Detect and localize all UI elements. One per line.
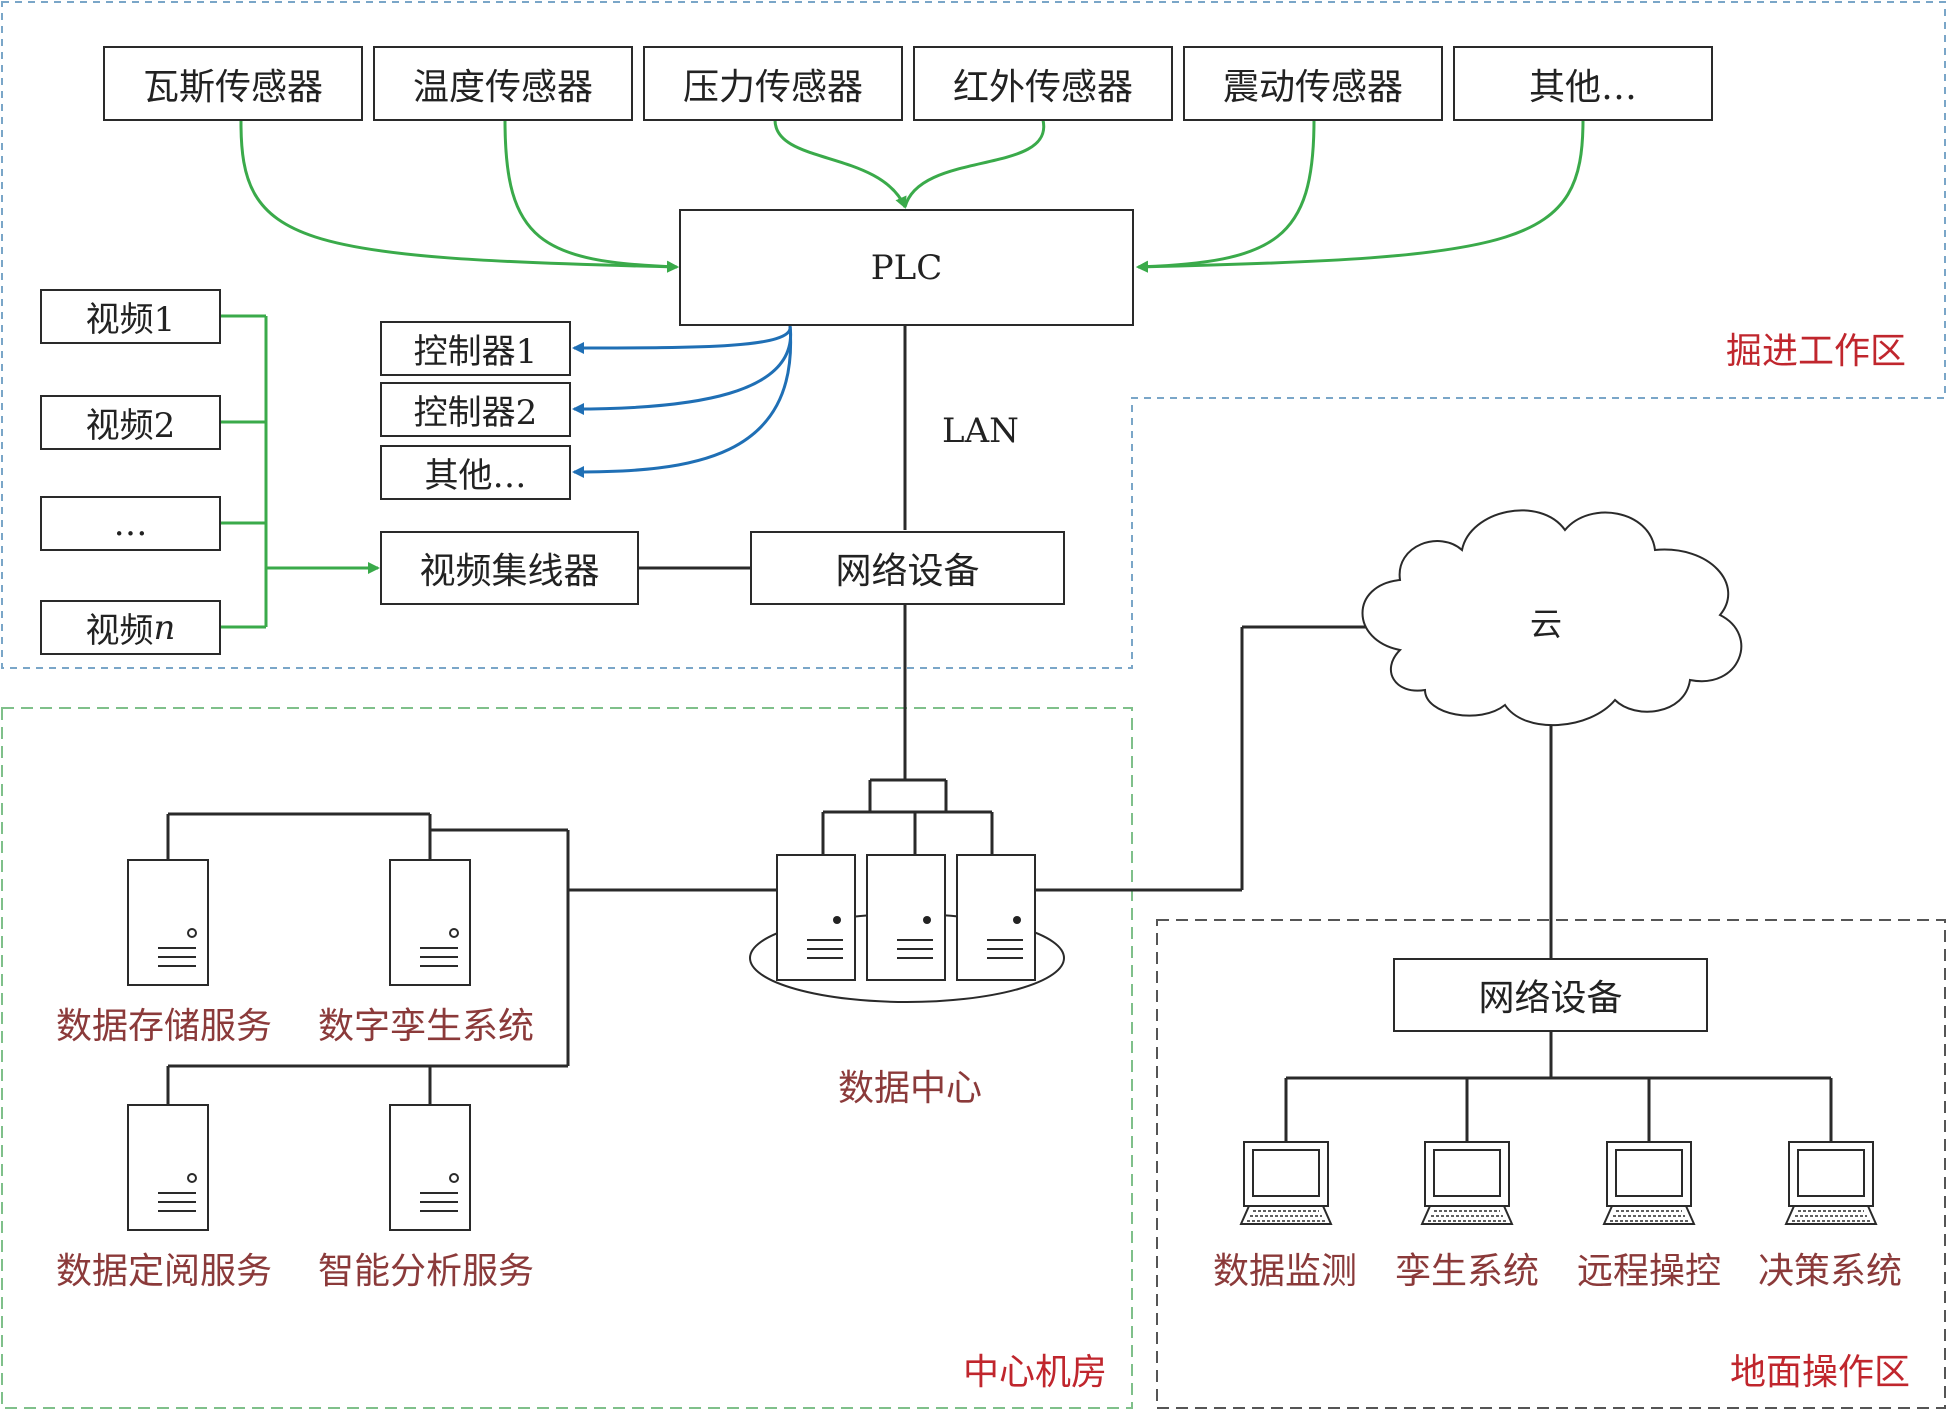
- terminal-laptop-icon: [1603, 1141, 1695, 1225]
- server-icon-twin: [389, 859, 471, 986]
- controller-label: 控制器2: [413, 393, 538, 433]
- terminal-laptop-icon: [1240, 1141, 1332, 1225]
- zone-machine-room-border: [1, 707, 1133, 1409]
- video-source-label: 视频1: [85, 300, 176, 340]
- sensor-link-infrared: [903, 119, 1046, 208]
- video-bus: [220, 314, 380, 629]
- controller-link-3: [572, 325, 793, 478]
- controller-label: 其他…: [424, 456, 527, 496]
- network-links: [166, 326, 1833, 1142]
- video-source-label: 视频: [85, 611, 154, 651]
- terminal-label-monitor: 数据监测: [1213, 1251, 1358, 1292]
- sensor-link-pressure: [773, 119, 907, 209]
- service-label-analysis: 智能分析服务: [318, 1251, 535, 1292]
- terminal-laptop-icon: [1785, 1141, 1877, 1225]
- controller-label: 控制器1: [413, 332, 538, 372]
- controller-1: 控制器1: [380, 321, 571, 376]
- plc-label: PLC: [870, 247, 943, 288]
- video-hub-label: 视频集线器: [419, 551, 600, 592]
- service-label-subscribe: 数据定阅服务: [56, 1251, 273, 1292]
- sensor-vibration: 震动传感器: [1183, 46, 1443, 121]
- sensor-link-temp: [503, 119, 679, 273]
- zone-excavation-border: [1, 1, 1946, 669]
- controller-2: 控制器2: [380, 382, 571, 437]
- data-center-server-icon: [776, 854, 856, 981]
- network-device-ground: 网络设备: [1393, 958, 1708, 1032]
- sensor-label: 压力传感器: [682, 66, 863, 108]
- controller-link-1: [572, 325, 792, 354]
- sensor-other: 其他…: [1453, 46, 1713, 121]
- zone-label-machine-room: 中心机房: [963, 1352, 1108, 1393]
- video-source-label: 视频2: [85, 406, 176, 446]
- terminal-label-twin: 孪生系统: [1395, 1251, 1540, 1292]
- network-device-label: 网络设备: [1478, 978, 1623, 1019]
- video-source-2: 视频2: [40, 395, 221, 450]
- sensor-label: 温度传感器: [412, 66, 593, 108]
- network-device-label: 网络设备: [835, 551, 980, 592]
- sensor-link-other: [1136, 119, 1585, 273]
- sensor-label: 其他…: [1528, 66, 1637, 108]
- data-center-label: 数据中心: [838, 1068, 983, 1109]
- sensor-label: 震动传感器: [1222, 66, 1403, 108]
- sensor-infrared: 红外传感器: [913, 46, 1173, 121]
- sensor-link-gas: [239, 119, 679, 273]
- cloud-label: 云: [1530, 605, 1563, 643]
- video-source-label: …: [113, 503, 148, 544]
- video-source-index: n: [153, 607, 176, 648]
- zone-ground-border: [1156, 919, 1946, 1409]
- video-hub: 视频集线器: [380, 531, 639, 605]
- plc-box: PLC: [679, 209, 1134, 326]
- sensor-pressure: 压力传感器: [643, 46, 903, 121]
- server-icon-storage: [127, 859, 209, 986]
- terminal-laptop-icon: [1421, 1141, 1513, 1225]
- cloud-icon: [1361, 509, 1743, 726]
- controller-link-2: [572, 325, 793, 415]
- sensor-temperature: 温度传感器: [373, 46, 633, 121]
- sensor-gas: 瓦斯传感器: [103, 46, 363, 121]
- server-icon-analysis: [389, 1104, 471, 1231]
- server-icon-subscribe: [127, 1104, 209, 1231]
- service-label-twin: 数字孪生系统: [318, 1006, 535, 1047]
- zone-label-ground: 地面操作区: [1730, 1352, 1911, 1393]
- video-source-1: 视频1: [40, 289, 221, 344]
- data-center-server-icon: [956, 854, 1036, 981]
- lan-label: LAN: [942, 411, 1019, 451]
- controller-other: 其他…: [380, 445, 571, 500]
- service-label-storage: 数据存储服务: [56, 1006, 273, 1047]
- sensor-label: 红外传感器: [952, 66, 1133, 108]
- terminal-label-remote: 远程操控: [1577, 1251, 1722, 1292]
- data-center-server-icon: [866, 854, 946, 981]
- sensor-link-vibration: [1136, 119, 1316, 273]
- network-device-underground: 网络设备: [750, 531, 1065, 605]
- video-source-ellipsis: …: [40, 496, 221, 551]
- sensor-label: 瓦斯传感器: [142, 66, 323, 108]
- terminal-label-decision: 决策系统: [1758, 1251, 1903, 1292]
- zone-label-excavation: 掘进工作区: [1726, 331, 1907, 372]
